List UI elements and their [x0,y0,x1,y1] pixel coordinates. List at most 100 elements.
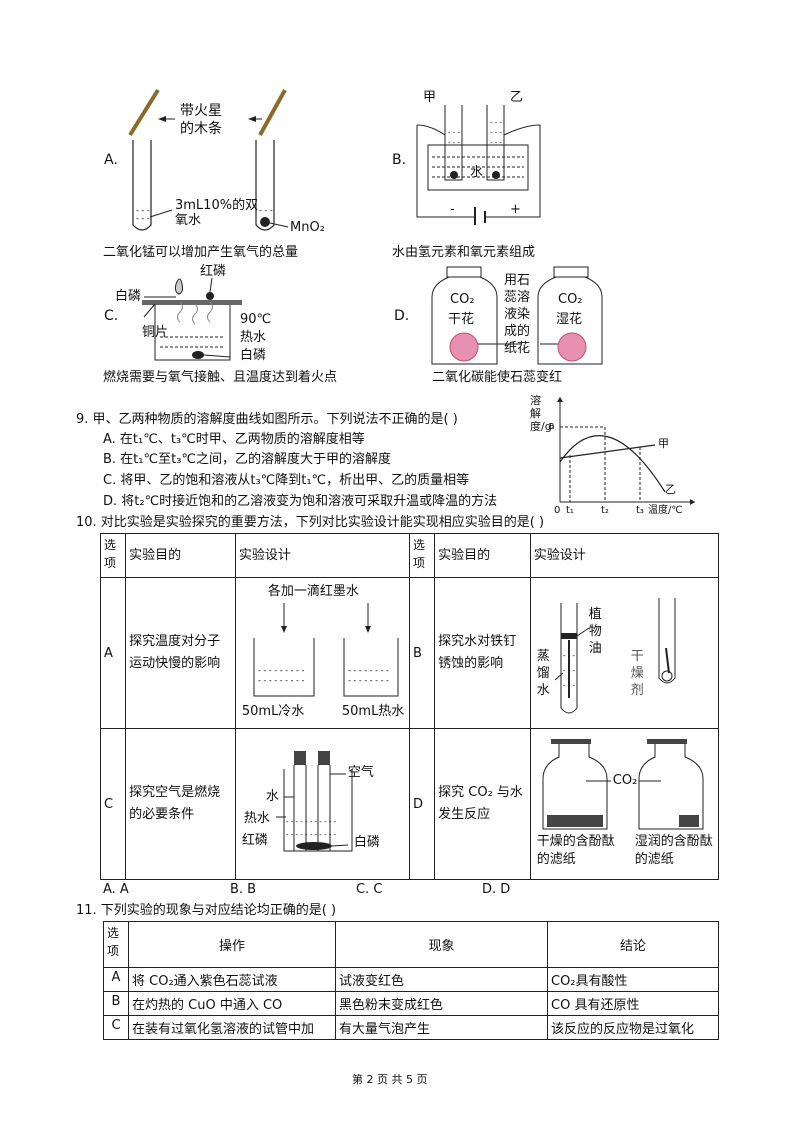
q10-row-a-purpose: 探究温度对分子运动快慢的影响 [125,577,236,729]
q11-r0-op: 将 CO₂通入紫色石蕊试液 [128,967,336,992]
letter-b: B. [392,152,407,168]
q10-choice-c: C. C [356,882,383,897]
graph-jia: 甲 [658,437,669,450]
q10-h-design: 实验设计 [234,533,410,578]
label-wood: 带火星的木条 [180,103,222,137]
svg-text:- - -: - - - [136,214,150,223]
q10-h-purpose: 实验目的 [125,533,236,578]
letter-d: D. [394,308,410,324]
svg-text:- - - - - - - - - - -: - - - - - - - - - - - [286,818,337,826]
svg-text:- - -: - - - [490,129,503,137]
label-co2-d: CO₂ [612,773,638,788]
q11-h-op: 操作 [128,921,336,968]
q11-r2-ph: 有大量气泡产生 [335,1015,548,1040]
q9-stem: 9. 甲、乙两种物质的溶解度曲线如图所示。下列说法不正确的是( ) [76,412,458,427]
svg-text:- - - - - - - - -: - - - - - - - - - [258,666,304,675]
graph-origin: 0 [554,505,561,516]
q11-h-ph: 现象 [335,921,548,968]
q10-row-d-opt: D [408,728,436,880]
caption-8a: 二氧化锰可以增加产生氧气的总量 [103,245,299,260]
label-copper: 铜片 [142,325,169,340]
label-add-ink: 各加一滴红墨水 [267,584,359,599]
graph-yi: 乙 [665,483,676,496]
graph-t1: t₁ [566,505,574,516]
figure-8a: - - -- - - - - - A. 带火星的木条 3mL10%的双氧水 Mn… [100,85,380,255]
q11-r1-opt: B [103,991,129,1016]
q10-row-a-opt: A [99,577,127,729]
q10-h-opt2: 选项 [408,533,436,578]
q10-row-b-purpose: 探究水对铁钉锈蚀的影响 [434,577,531,729]
figure-8d: CO₂ 干花 用石蕊溶液染成的纸花 CO₂ 湿花 D. [392,262,622,370]
graph-a: a [548,419,555,432]
q10-row-c-design: - - - - - - - - - - - - - - - - - - - - … [234,728,410,880]
q11-h-opt: 选项 [103,921,129,968]
graph-t2: t₂ [601,505,609,516]
q10-h-purpose2: 实验目的 [434,533,531,578]
q11-r0-opt: A [103,967,129,992]
label-minus: - [450,202,455,217]
svg-text:- - -: - - - [448,129,461,137]
svg-text:- - -: - - - [259,206,273,215]
label-hot-water: 热水 [240,330,267,345]
q11-r2-op: 在装有过氧化氢溶液的试管中加 [128,1015,336,1040]
graph-ylabel: 溶解度/g [530,394,552,433]
label-hot-water-50: 50mL热水 [341,704,405,719]
q10-choice-b: B. B [230,882,257,897]
q10-row-c-purpose: 探究空气是燃烧的必要条件 [125,728,236,880]
label-yi: 乙 [510,90,524,105]
label-white-phosphorus-top: 白磷 [115,289,142,304]
q11-r2-opt: C [103,1015,129,1040]
caption-8d: 二氧化碳能使石蕊变红 [432,370,563,385]
q9-solubility-graph: 溶解度/g a 甲 乙 0 t₁ t₂ t₃ 温度/℃ [530,392,700,517]
q10-row-d-purpose: 探究 CO₂ 与水发生反应 [434,728,531,880]
label-red-phosphorus-c: 红磷 [241,833,268,848]
label-hot-water-c: 热水 [243,811,270,826]
svg-text:- - -: - - - [490,119,503,127]
label-plus: + [510,202,521,217]
q11-table: 选项 操作 现象 结论 A 将 CO₂通入紫色石蕊试液 试液变红色 CO₂具有酸… [103,921,719,1040]
label-middle: 用石蕊溶液染成的纸花 [504,273,531,356]
svg-text:- - -: - - - [136,206,150,215]
label-white-phosphorus-bot: 白磷 [240,348,267,363]
label-wet-flower: 湿花 [556,312,583,327]
label-water-c: 水 [265,789,279,804]
q11-r2-con: 该反应的反应物是过氧化 [547,1015,719,1040]
label-white-phosphorus-c: 白磷 [353,835,380,850]
figure-8b: - - - - - - - - - - - - - - - 甲 乙 水 - + B. [390,85,580,227]
q11-r1-ph: 黑色粉末变成红色 [335,991,548,1016]
svg-text:- - - - - - - -: - - - - - - - - [348,666,389,675]
q9-option-c: C. 将甲、乙的饱和溶液从t₃℃降到t₁℃，析出甲、乙的质量相等 [103,473,470,488]
label-solution: 3mL10%的双氧水 [175,198,259,228]
caption-8c: 燃烧需要与氧气接触、且温度达到着火点 [103,370,338,385]
graph-xlabel: 温度/℃ [648,505,683,516]
label-water: 水 [470,165,484,180]
label-wet-filter: 湿润的含酚酞的滤纸 [634,834,713,867]
label-co2-left: CO₂ [450,292,475,307]
label-cold-water: 50mL冷水 [241,704,305,719]
label-jia: 甲 [423,90,437,105]
label-air: 空气 [347,765,374,780]
q9-option-d: D. 将t₂℃时接近饱和的乙溶液变为饱和溶液可采取升温或降温的方法 [103,494,498,509]
q10-stem: 10. 对比实验是实验探究的重要方法，下列对比实验设计能实现相应实验目的是( ) [76,515,545,530]
q10-row-a-design: - - - - - - - - -- - - - - - - - - - - -… [234,577,410,729]
label-dry-filter: 干燥的含酚酞的滤纸 [536,834,615,867]
q10-row-c-opt: C [99,728,127,880]
svg-text:- - - - - - - -: - - - - - - - - [348,676,389,685]
q10-h-design2: 实验设计 [529,533,720,578]
label-drier: 干燥剂 [630,649,644,698]
svg-text:- - -: - - - [490,139,503,147]
q10-h-opt: 选项 [99,533,127,578]
label-dry-flower: 干花 [448,312,475,327]
q11-r0-ph: 试液变红色 [335,967,548,992]
svg-text:- - - - - - - - - - -: - - - - - - - - - - - [286,831,337,839]
figure-8c: 红磷 白磷 铜片 90℃ 热水 白磷 C. [100,262,300,370]
page-footer: 第 2 页 共 5 页 [352,1073,428,1086]
label-distilled-water: 蒸馏水 [536,649,550,698]
letter-a: A. [104,152,118,168]
graph-t3: t₃ [636,505,644,516]
q10-row-d-design: CO₂ 干燥的含酚酞的滤纸 湿润的含酚酞的滤纸 [529,728,720,880]
svg-text:- - -: - - - [448,139,461,147]
svg-text:- - - - - - - - -: - - - - - - - - - [258,676,304,685]
label-temp: 90℃ [240,312,272,327]
q10-choice-d: D. D [482,882,511,897]
